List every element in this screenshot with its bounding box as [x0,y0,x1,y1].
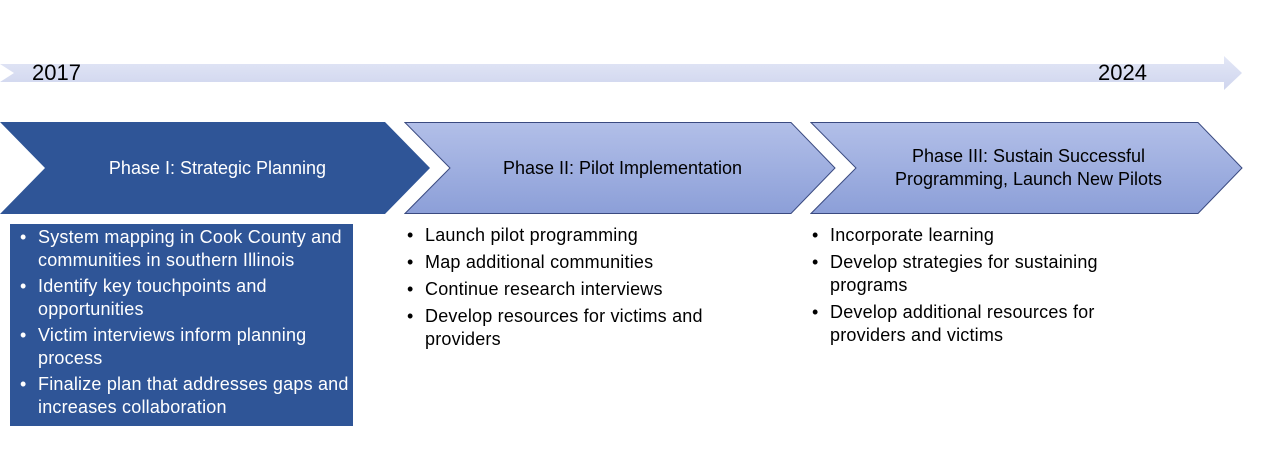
timeline-start-year: 2017 [32,60,81,85]
list-item: Develop additional resources for provide… [812,301,1132,347]
phase-2-title: Phase II: Pilot Implementation [502,157,743,178]
phase-2-bullet-list: Launch pilot programming Map additional … [407,224,747,355]
phase-2-chevron [404,122,836,214]
list-item: Victim interviews inform planning proces… [20,324,353,370]
list-item: Identify key touchpoints and opportuniti… [20,275,353,321]
phase-3-chevron [810,122,1243,214]
timeline-end-year: 2024 [1098,60,1147,85]
list-item: Continue research interviews [407,278,747,301]
list-item: Map additional communities [407,251,747,274]
timeline-arrow [0,56,1242,90]
list-item: Launch pilot programming [407,224,747,247]
phase-3-title: Phase III: Sustain Successful Programmin… [894,146,1163,189]
list-item: Develop strategies for sustaining progra… [812,251,1132,297]
phase-3-bullet-list: Incorporate learning Develop strategies … [812,224,1132,351]
list-item: Develop resources for victims and provid… [407,305,747,351]
list-item: Incorporate learning [812,224,1132,247]
phase-1-title: Phase I: Strategic Planning [108,157,327,178]
phase-1-bullet-list: System mapping in Cook County and commun… [10,224,353,426]
list-item: Finalize plan that addresses gaps and in… [20,373,353,419]
phase-1-chevron [0,122,430,214]
list-item: System mapping in Cook County and commun… [20,226,353,272]
